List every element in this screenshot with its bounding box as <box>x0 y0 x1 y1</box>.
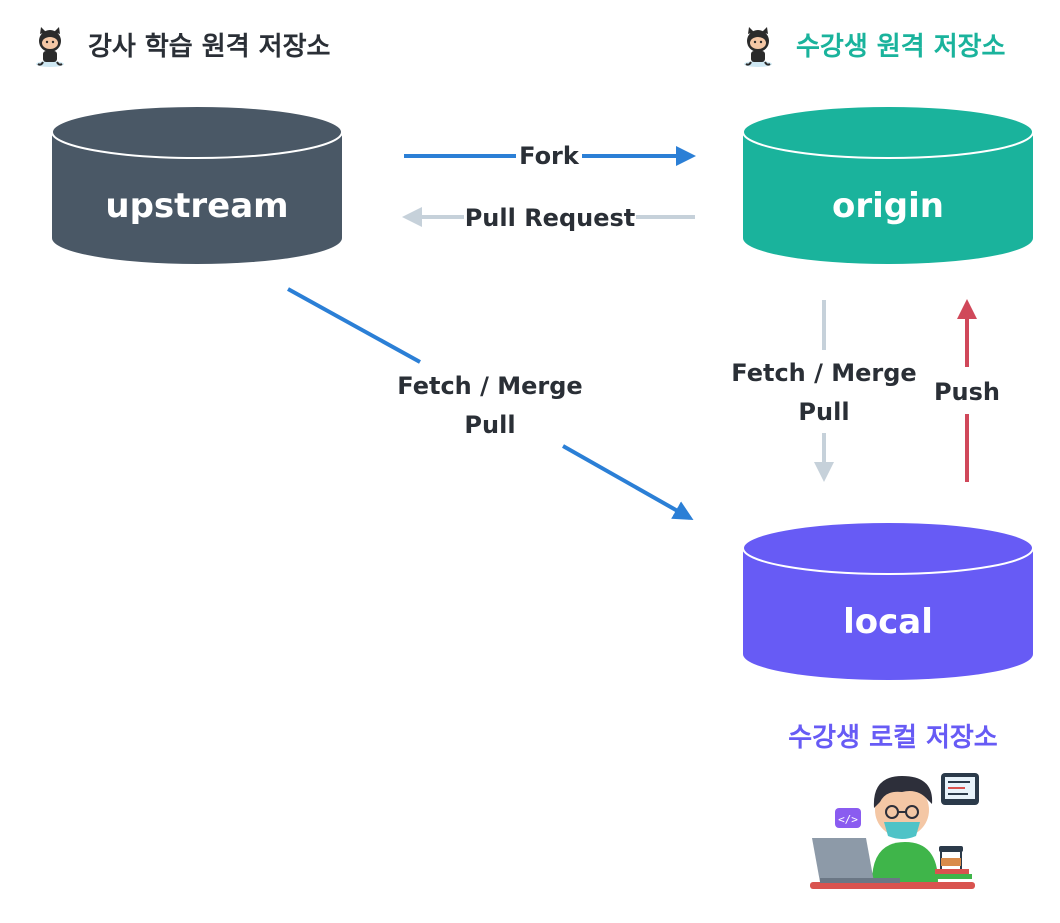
upstream-repository: upstream <box>51 105 343 264</box>
upstream-to-local-arrow: Fetch / Merge Pull <box>287 287 694 520</box>
local-label: local <box>843 602 933 642</box>
fork-label: Fork <box>519 142 580 170</box>
octocat-icon <box>36 27 64 67</box>
push-arrow: Push <box>934 299 1000 482</box>
fork-arrow: Fork <box>404 142 696 170</box>
origin-label: origin <box>832 186 944 226</box>
student-local-title: 수강생 로컬 저장소 <box>788 723 998 753</box>
student-remote-title: 수강생 원격 저장소 <box>796 32 1006 62</box>
developer-illustration: </> <box>810 773 979 889</box>
instructor-remote-title: 강사 학습 원격 저장소 <box>88 32 331 62</box>
push-label: Push <box>934 378 1000 406</box>
upstream-pull-label: Pull <box>464 411 515 439</box>
pull-request-label: Pull Request <box>465 204 636 232</box>
upstream-label: upstream <box>105 186 288 226</box>
origin-to-local-arrow: Fetch / Merge Pull <box>731 300 917 482</box>
origin-repository: origin <box>742 105 1034 264</box>
octocat-icon <box>744 27 772 67</box>
origin-fetch-merge-label: Fetch / Merge <box>731 359 916 387</box>
local-repository: local <box>742 521 1034 680</box>
upstream-fetch-merge-label: Fetch / Merge <box>397 372 582 400</box>
pull-request-arrow: Pull Request <box>402 204 695 232</box>
svg-text:</>: </> <box>838 813 858 826</box>
origin-pull-label: Pull <box>798 398 849 426</box>
